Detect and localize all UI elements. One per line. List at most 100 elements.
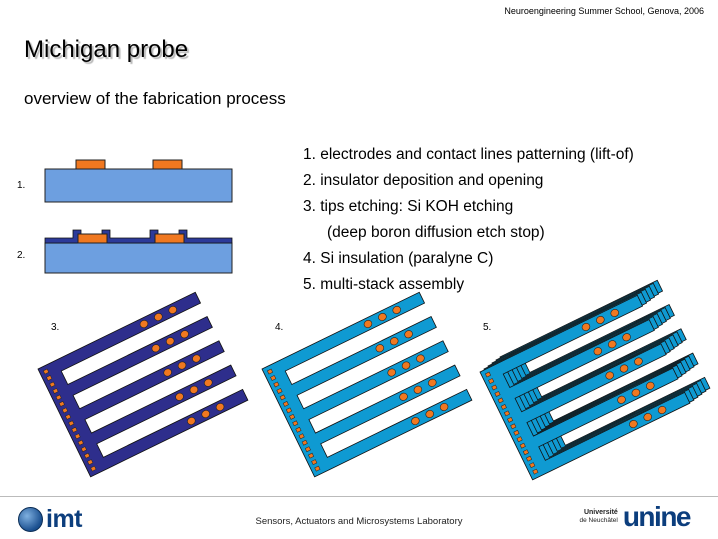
lab-name: Sensors, Actuators and Microsystems Labo…	[255, 516, 463, 527]
contact-pad	[77, 439, 84, 446]
contact-pad	[74, 433, 81, 440]
contact-pad	[80, 446, 87, 453]
cross-section-1	[44, 159, 233, 203]
electrode-site	[428, 378, 437, 387]
imt-logo-text: imt	[46, 505, 83, 533]
electrode-site	[215, 403, 225, 412]
university-line-1: Université	[583, 509, 618, 516]
contact-pad	[55, 394, 62, 401]
contact-pad	[301, 439, 308, 446]
contact-pad	[276, 388, 283, 394]
contact-pad	[285, 407, 292, 414]
contact-pad	[532, 468, 539, 475]
contact-pad	[84, 452, 91, 459]
electrode-site	[378, 312, 387, 321]
electrode-site	[139, 319, 149, 328]
contact-pad	[292, 420, 299, 427]
figure-label-2: 2.	[17, 250, 26, 261]
contact-pad	[529, 462, 536, 469]
unine-logo: Université de Neuchâtel unine	[579, 501, 692, 532]
contact-pad	[270, 375, 277, 381]
electrode-site	[425, 410, 434, 419]
electrode-site	[596, 315, 605, 324]
contact-pad	[510, 423, 517, 430]
figure-label-3: 3.	[51, 322, 60, 333]
contact-pad	[58, 401, 65, 407]
electrode-site	[180, 330, 189, 339]
electrode-site	[363, 319, 373, 328]
electrode	[75, 159, 106, 170]
unine-logo-text: unine	[622, 501, 692, 532]
electrode-site	[439, 403, 449, 412]
electrode	[152, 159, 183, 170]
contact-pad	[90, 465, 97, 472]
electrode-site	[165, 337, 175, 346]
electrode-site	[168, 305, 177, 314]
contact-pad	[497, 397, 504, 404]
contact-pad	[304, 446, 311, 453]
electrode-site	[413, 385, 423, 394]
contact-pad	[513, 429, 520, 436]
electrode-site	[605, 371, 614, 380]
contact-pad	[314, 465, 321, 472]
step-1: 1. electrodes and contact lines patterni…	[303, 146, 634, 163]
probe-step-4	[261, 291, 473, 478]
contact-pad	[52, 388, 59, 394]
electrode-site	[151, 344, 161, 353]
contact-pad	[507, 416, 514, 423]
probe-outline	[37, 291, 249, 478]
electrode-site	[192, 354, 201, 363]
electrode-site	[177, 361, 187, 370]
contact-pad	[526, 455, 533, 462]
contact-pad	[43, 368, 50, 375]
contact-pad	[273, 381, 280, 388]
electrode-site	[401, 361, 411, 370]
step-2: 2. insulator deposition and opening	[303, 172, 544, 189]
electrode-site	[629, 420, 638, 429]
conference-header: Neuroengineering Summer School, Genova, …	[504, 6, 704, 16]
electrode-site	[617, 395, 626, 404]
electrode-site	[201, 410, 210, 419]
university-line-2: de Neuchâtel	[579, 517, 618, 524]
electrode-site	[189, 385, 199, 394]
contact-pad	[503, 410, 510, 417]
contact-pad	[295, 426, 302, 433]
probe-stack-step-5	[479, 279, 711, 481]
probe-outline	[261, 291, 473, 478]
electrode-site	[607, 340, 617, 349]
contact-pad	[522, 449, 529, 456]
electrode-site	[204, 378, 213, 387]
contact-pad	[68, 420, 75, 427]
contact-pad	[71, 426, 78, 433]
electrode-site	[175, 392, 184, 401]
contact-pad	[308, 452, 315, 459]
contact-pad	[491, 384, 498, 391]
step-3-note: (deep boron diffusion etch stop)	[327, 224, 545, 241]
step-5: 5. multi-stack assembly	[303, 276, 465, 293]
electrode-site	[375, 344, 385, 353]
electrode-site	[593, 347, 603, 356]
contact-pad	[61, 407, 68, 414]
contact-pad	[494, 391, 501, 397]
probe-body	[479, 294, 691, 481]
insulator-layer	[44, 229, 233, 244]
electrode-site	[622, 333, 631, 342]
contact-pad	[298, 433, 305, 440]
electrode-site	[581, 322, 591, 331]
contact-pad	[46, 375, 53, 381]
electrode-site	[416, 354, 425, 363]
electrode-site	[392, 305, 401, 314]
electrode-site	[404, 330, 413, 339]
contact-pad	[49, 381, 56, 388]
footer-divider	[0, 496, 718, 497]
substrate	[44, 242, 233, 274]
electrode-site	[187, 417, 196, 426]
contact-pad	[87, 459, 94, 466]
electrode-site	[389, 337, 399, 346]
process-steps-list: 1. electrodes and contact lines patterni…	[303, 142, 634, 298]
contact-pad	[282, 401, 289, 407]
electrode-site	[610, 308, 619, 317]
contact-pad	[311, 459, 318, 466]
electrode-site	[634, 357, 643, 366]
step-4: 4. Si insulation (paralyne C)	[303, 250, 494, 267]
